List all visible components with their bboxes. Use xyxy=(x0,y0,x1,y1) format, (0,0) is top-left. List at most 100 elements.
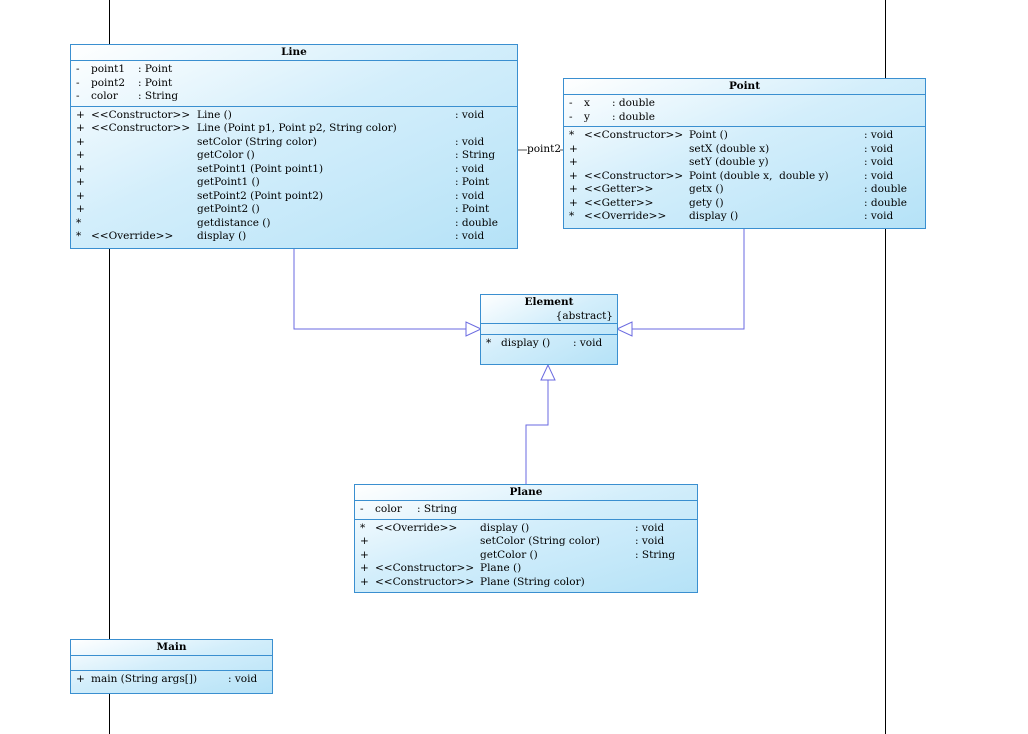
attribute-name: color xyxy=(375,503,402,515)
visibility-marker: - xyxy=(76,63,80,75)
method-return-type: : String xyxy=(455,149,496,161)
method-row[interactable]: +getColor (): String xyxy=(71,149,517,163)
visibility-marker: - xyxy=(76,90,80,102)
attribute-row[interactable]: -color: String xyxy=(71,90,517,104)
method-signature: setColor (String color) xyxy=(480,535,600,547)
method-stereotype: <<Constructor>> xyxy=(91,108,191,121)
visibility-marker: + xyxy=(360,562,369,574)
method-row[interactable]: *<<Constructor>>Point (): void xyxy=(564,129,925,143)
method-return-type: : void xyxy=(864,142,894,155)
attribute-row[interactable]: -point2: Point xyxy=(71,77,517,91)
method-row[interactable]: +<<Constructor>>Point (double x, double … xyxy=(564,170,925,184)
method-return-type: : void xyxy=(635,521,665,534)
plane-to-element-generalization[interactable] xyxy=(525,380,549,484)
class-title: Element xyxy=(524,296,574,308)
attribute-type: : Point xyxy=(138,76,173,89)
visibility-marker: + xyxy=(569,169,578,182)
method-row[interactable]: *getdistance (): double xyxy=(71,217,517,231)
generalization-arrowhead-left xyxy=(465,321,483,337)
method-signature: setColor (String color) xyxy=(197,135,317,148)
method-signature: getdistance () xyxy=(197,216,271,229)
attribute-name: y xyxy=(584,110,590,123)
method-signature: Plane (String color) xyxy=(480,575,585,588)
attribute-row[interactable]: -x: double xyxy=(564,97,925,111)
attributes-section: -x: double-y: double xyxy=(564,95,925,127)
class-title: Main xyxy=(71,640,272,656)
attribute-name: color xyxy=(91,90,118,102)
method-row[interactable]: *<<Override>>display (): void xyxy=(355,522,697,536)
method-row[interactable]: +<<Constructor>>Plane (String color) xyxy=(355,576,697,590)
method-signature: main (String args[]) xyxy=(91,673,198,685)
method-row[interactable]: +<<Constructor>>Plane () xyxy=(355,562,697,576)
attribute-row[interactable]: -color: String xyxy=(355,503,697,517)
visibility-marker: * xyxy=(76,230,82,242)
visibility-marker: * xyxy=(569,210,575,222)
method-return-type: : void xyxy=(864,129,894,141)
method-row[interactable]: *<<Override>>display (): void xyxy=(564,210,925,224)
attributes-section xyxy=(71,656,272,671)
method-stereotype: <<Constructor>> xyxy=(584,129,684,141)
class-main[interactable]: Main + main (String args[]) : void xyxy=(70,639,273,694)
method-row[interactable]: +setY (double y): void xyxy=(564,156,925,170)
line-to-element-generalization[interactable] xyxy=(293,248,466,330)
method-signature: setY (double y) xyxy=(689,156,769,168)
method-row[interactable]: +<<Constructor>>Line (Point p1, Point p2… xyxy=(71,122,517,136)
methods-section: + main (String args[]) : void xyxy=(71,671,272,689)
methods-section: * <<Constructor>> Point () : void + setX (dou… xyxy=(564,127,925,226)
method-return-type: : void xyxy=(455,230,485,242)
attribute-row[interactable]: -point1 : Point xyxy=(71,63,517,77)
visibility-marker: + xyxy=(76,673,85,685)
attribute-type: : Point xyxy=(138,63,173,75)
method-return-type: : double xyxy=(455,216,498,229)
method-signature: Point (double x, double y) xyxy=(689,169,829,182)
method-row[interactable]: +<<Getter>>getx (): double xyxy=(564,183,925,197)
method-stereotype: <<Constructor>> xyxy=(91,122,191,134)
visibility-marker: + xyxy=(76,189,85,202)
point-to-element-generalization[interactable] xyxy=(632,228,745,330)
method-signature: Point () xyxy=(689,129,728,141)
attribute-type: : double xyxy=(612,110,655,123)
method-row[interactable]: +setX (double x): void xyxy=(564,143,925,157)
method-row[interactable]: +setColor (String color): void xyxy=(355,535,697,549)
class-title: Point xyxy=(564,79,925,95)
class-point[interactable]: Point -x: double-y: double *<<Constructo… xyxy=(563,78,926,229)
method-return-type: : String xyxy=(635,548,676,561)
method-stereotype: <<Constructor>> xyxy=(375,562,475,574)
method-row[interactable]: + main (String args[]) : void xyxy=(71,673,272,687)
attribute-row[interactable]: -y: double xyxy=(564,111,925,125)
class-line[interactable]: Line -point1: Point-point2: Point-color:… xyxy=(70,44,518,249)
visibility-marker: + xyxy=(76,149,85,161)
visibility-marker: + xyxy=(76,122,85,134)
attribute-name: point1 xyxy=(91,63,126,75)
method-row[interactable]: +<<Getter>>gety (): double xyxy=(564,197,925,211)
generalization-arrowhead-up xyxy=(540,363,556,381)
method-signature: getPoint2 () xyxy=(197,203,260,215)
class-element[interactable]: Element {abstract} *display (): void xyxy=(480,294,618,365)
vertical-guide-right xyxy=(885,0,886,734)
method-signature: display () xyxy=(689,210,739,222)
vertical-guide-left xyxy=(109,0,110,734)
method-row[interactable]: +getPoint1 (): Point xyxy=(71,176,517,190)
visibility-marker: + xyxy=(76,108,85,121)
method-row[interactable]: *display (): void xyxy=(481,337,617,351)
visibility-marker: + xyxy=(76,203,85,215)
visibility-marker: * xyxy=(360,521,366,534)
method-row[interactable]: +getColor (): String xyxy=(355,549,697,563)
visibility-marker: * xyxy=(486,337,492,349)
method-row[interactable]: +setColor (String color): void xyxy=(71,136,517,150)
method-return-type: : void xyxy=(455,108,485,121)
method-signature: setX (double x) xyxy=(689,142,770,155)
visibility-marker: + xyxy=(569,156,578,168)
method-return-type: : double xyxy=(864,196,907,209)
method-row[interactable]: +setPoint1 (Point point1): void xyxy=(71,163,517,177)
method-signature: gety () xyxy=(689,196,724,209)
method-row[interactable]: *<<Override>>display (): void xyxy=(71,230,517,244)
method-row[interactable]: +<<Constructor>>Line (): void xyxy=(71,109,517,123)
method-signature: setPoint2 (Point point2) xyxy=(197,189,324,202)
method-row[interactable]: +getPoint2 (): Point xyxy=(71,203,517,217)
class-plane[interactable]: Plane -color: String *<<Override>>displa… xyxy=(354,484,698,593)
method-return-type: : void xyxy=(228,673,258,685)
visibility-marker: + xyxy=(569,183,578,195)
method-row[interactable]: +setPoint2 (Point point2): void xyxy=(71,190,517,204)
method-return-type: : void xyxy=(864,169,894,182)
